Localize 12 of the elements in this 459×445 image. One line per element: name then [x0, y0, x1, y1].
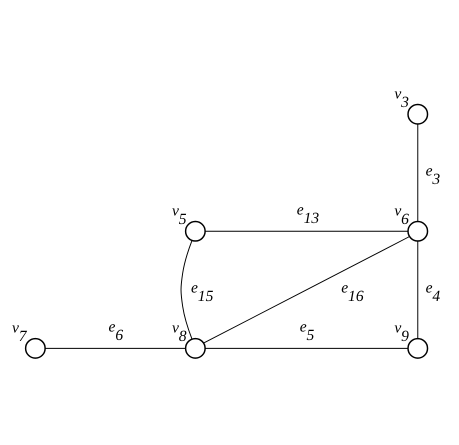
connector: [417, 124, 418, 222]
connector: [203, 236, 410, 344]
connector: [417, 240, 418, 339]
node-circle: [184, 338, 206, 359]
node-circle: [184, 220, 206, 242]
connector: [44, 348, 186, 349]
node-circle: [407, 220, 428, 242]
connector: [204, 348, 408, 349]
node-circle: [407, 338, 428, 359]
node-circle: [407, 104, 428, 125]
connector: [180, 240, 192, 340]
connector: [204, 230, 408, 232]
